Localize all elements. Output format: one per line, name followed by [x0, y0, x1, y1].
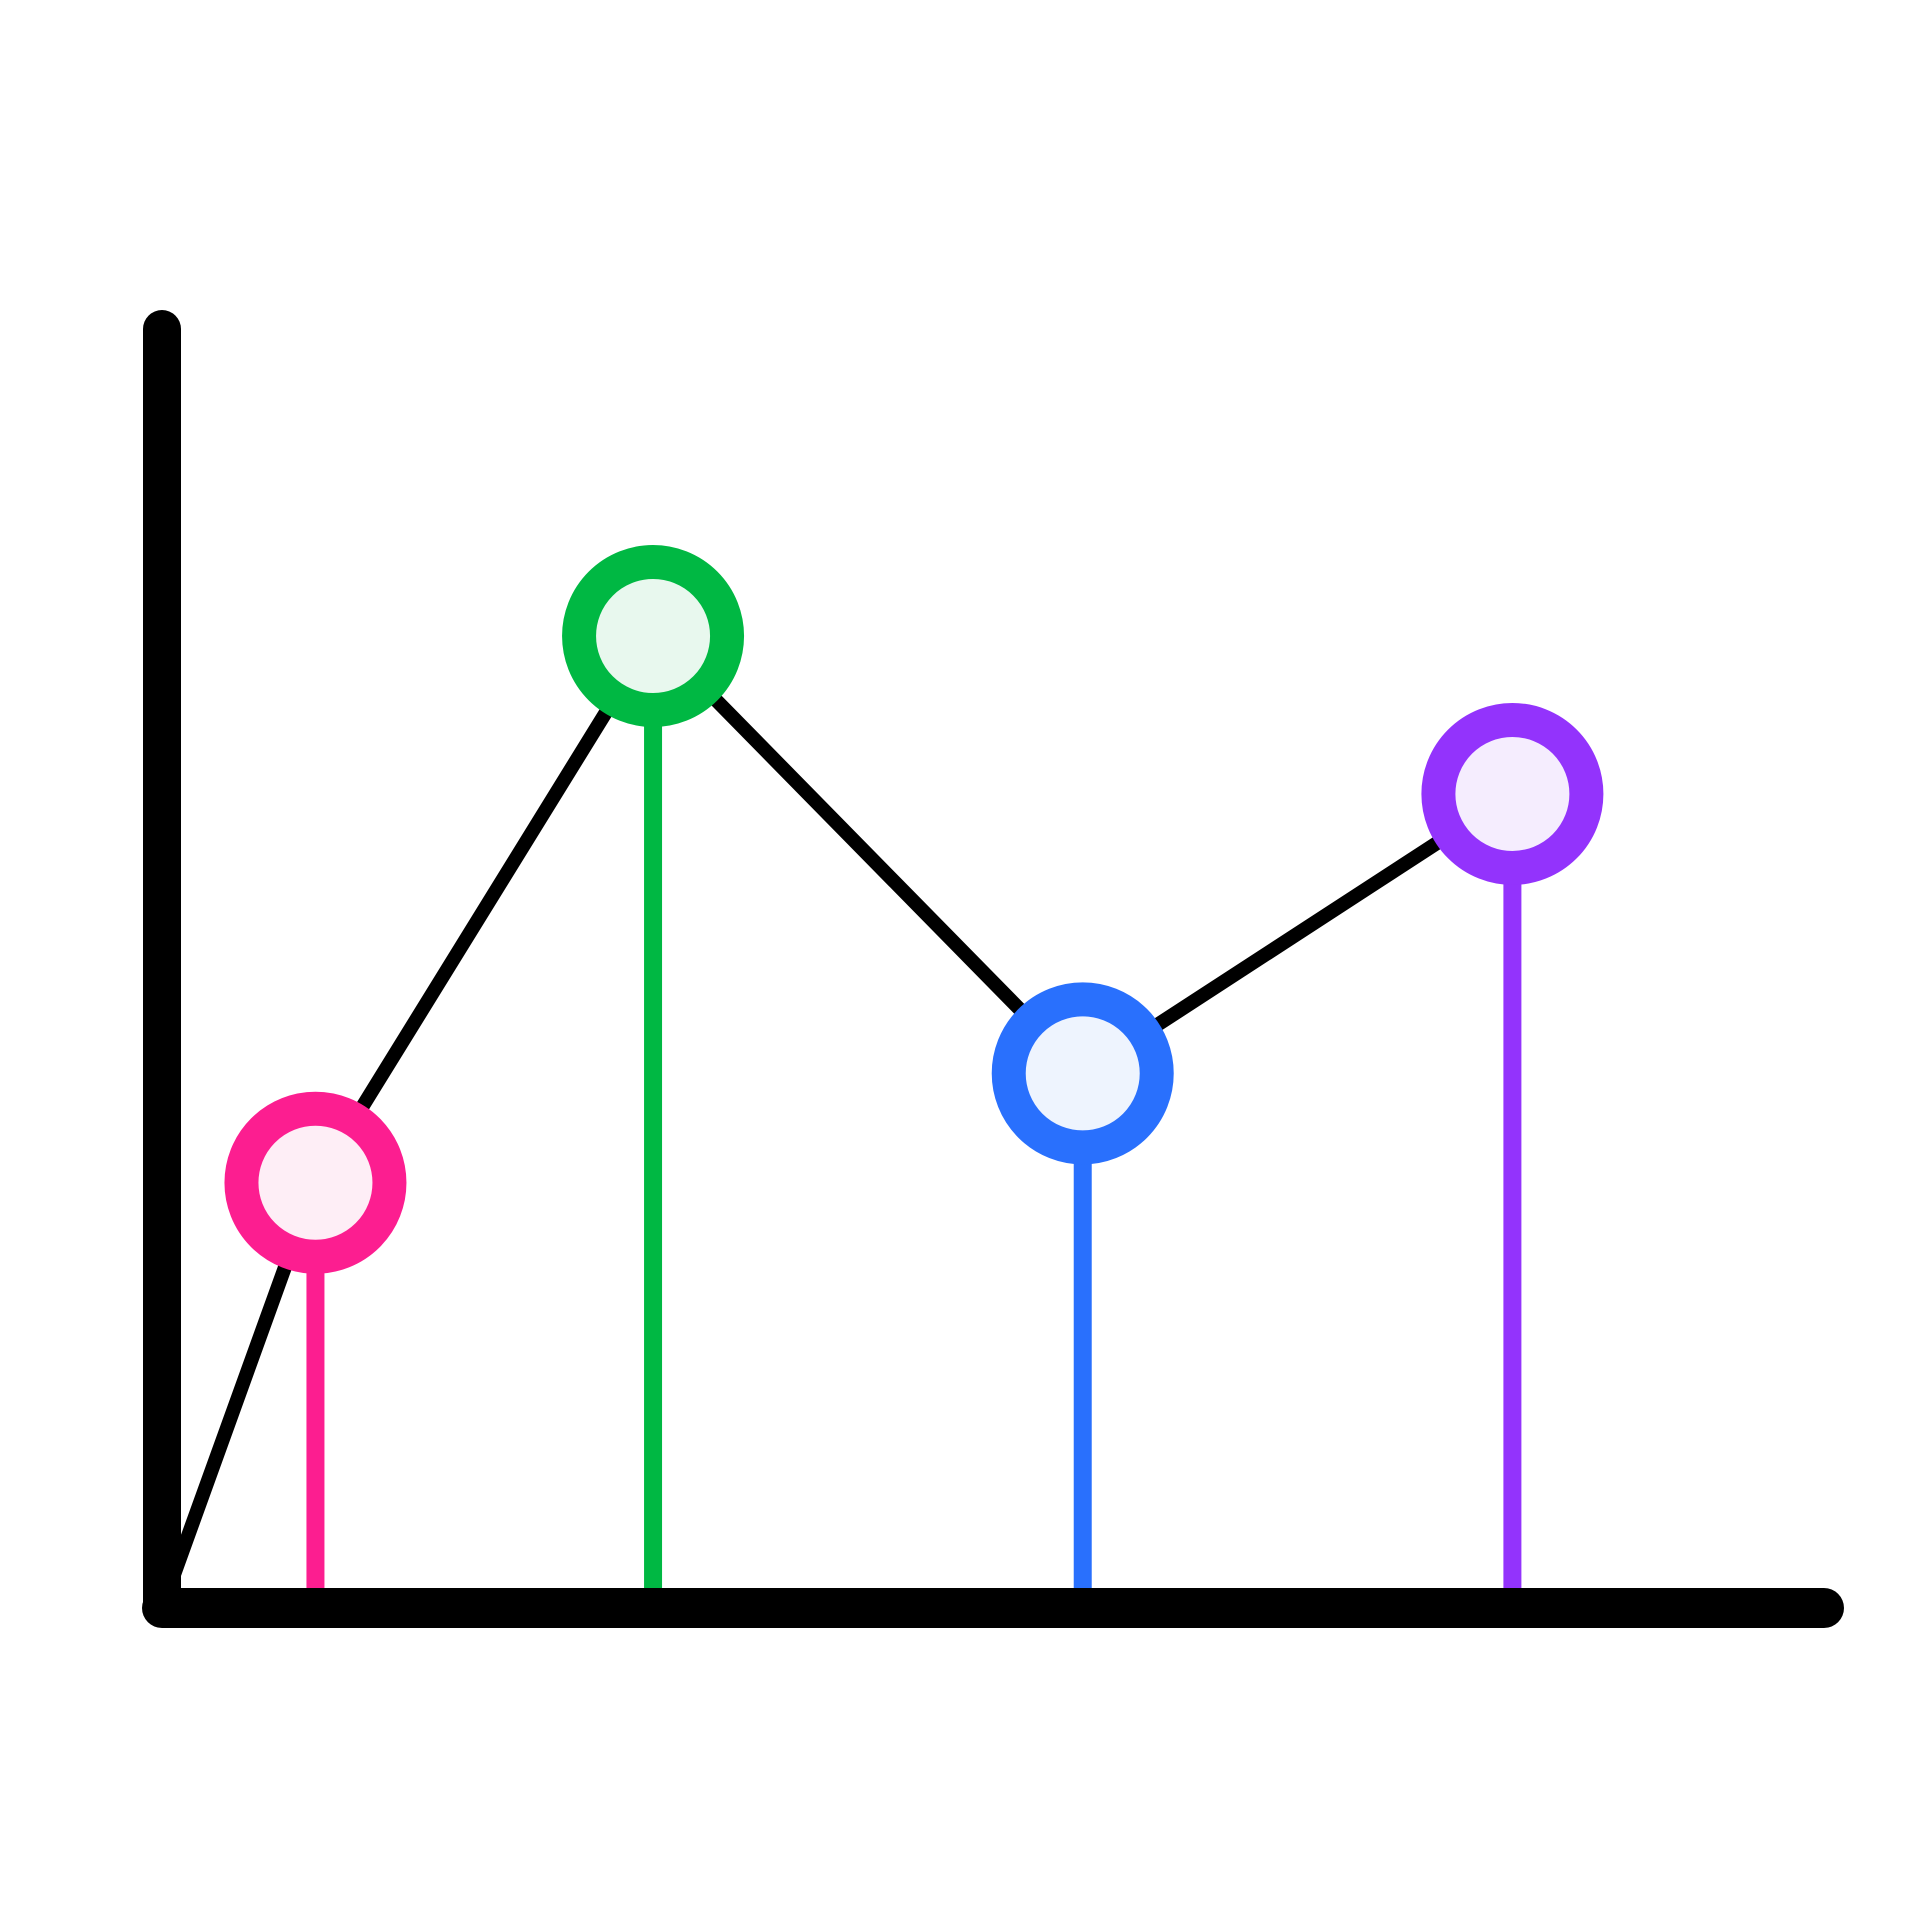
data-point-2	[562, 545, 745, 727]
axes-layer	[142, 310, 1844, 1628]
data-point-1	[224, 1091, 407, 1274]
data-point-4	[1421, 702, 1604, 885]
stems-layer	[306, 636, 1522, 1604]
data-point-3	[991, 982, 1174, 1165]
markers-layer	[224, 545, 1604, 1274]
